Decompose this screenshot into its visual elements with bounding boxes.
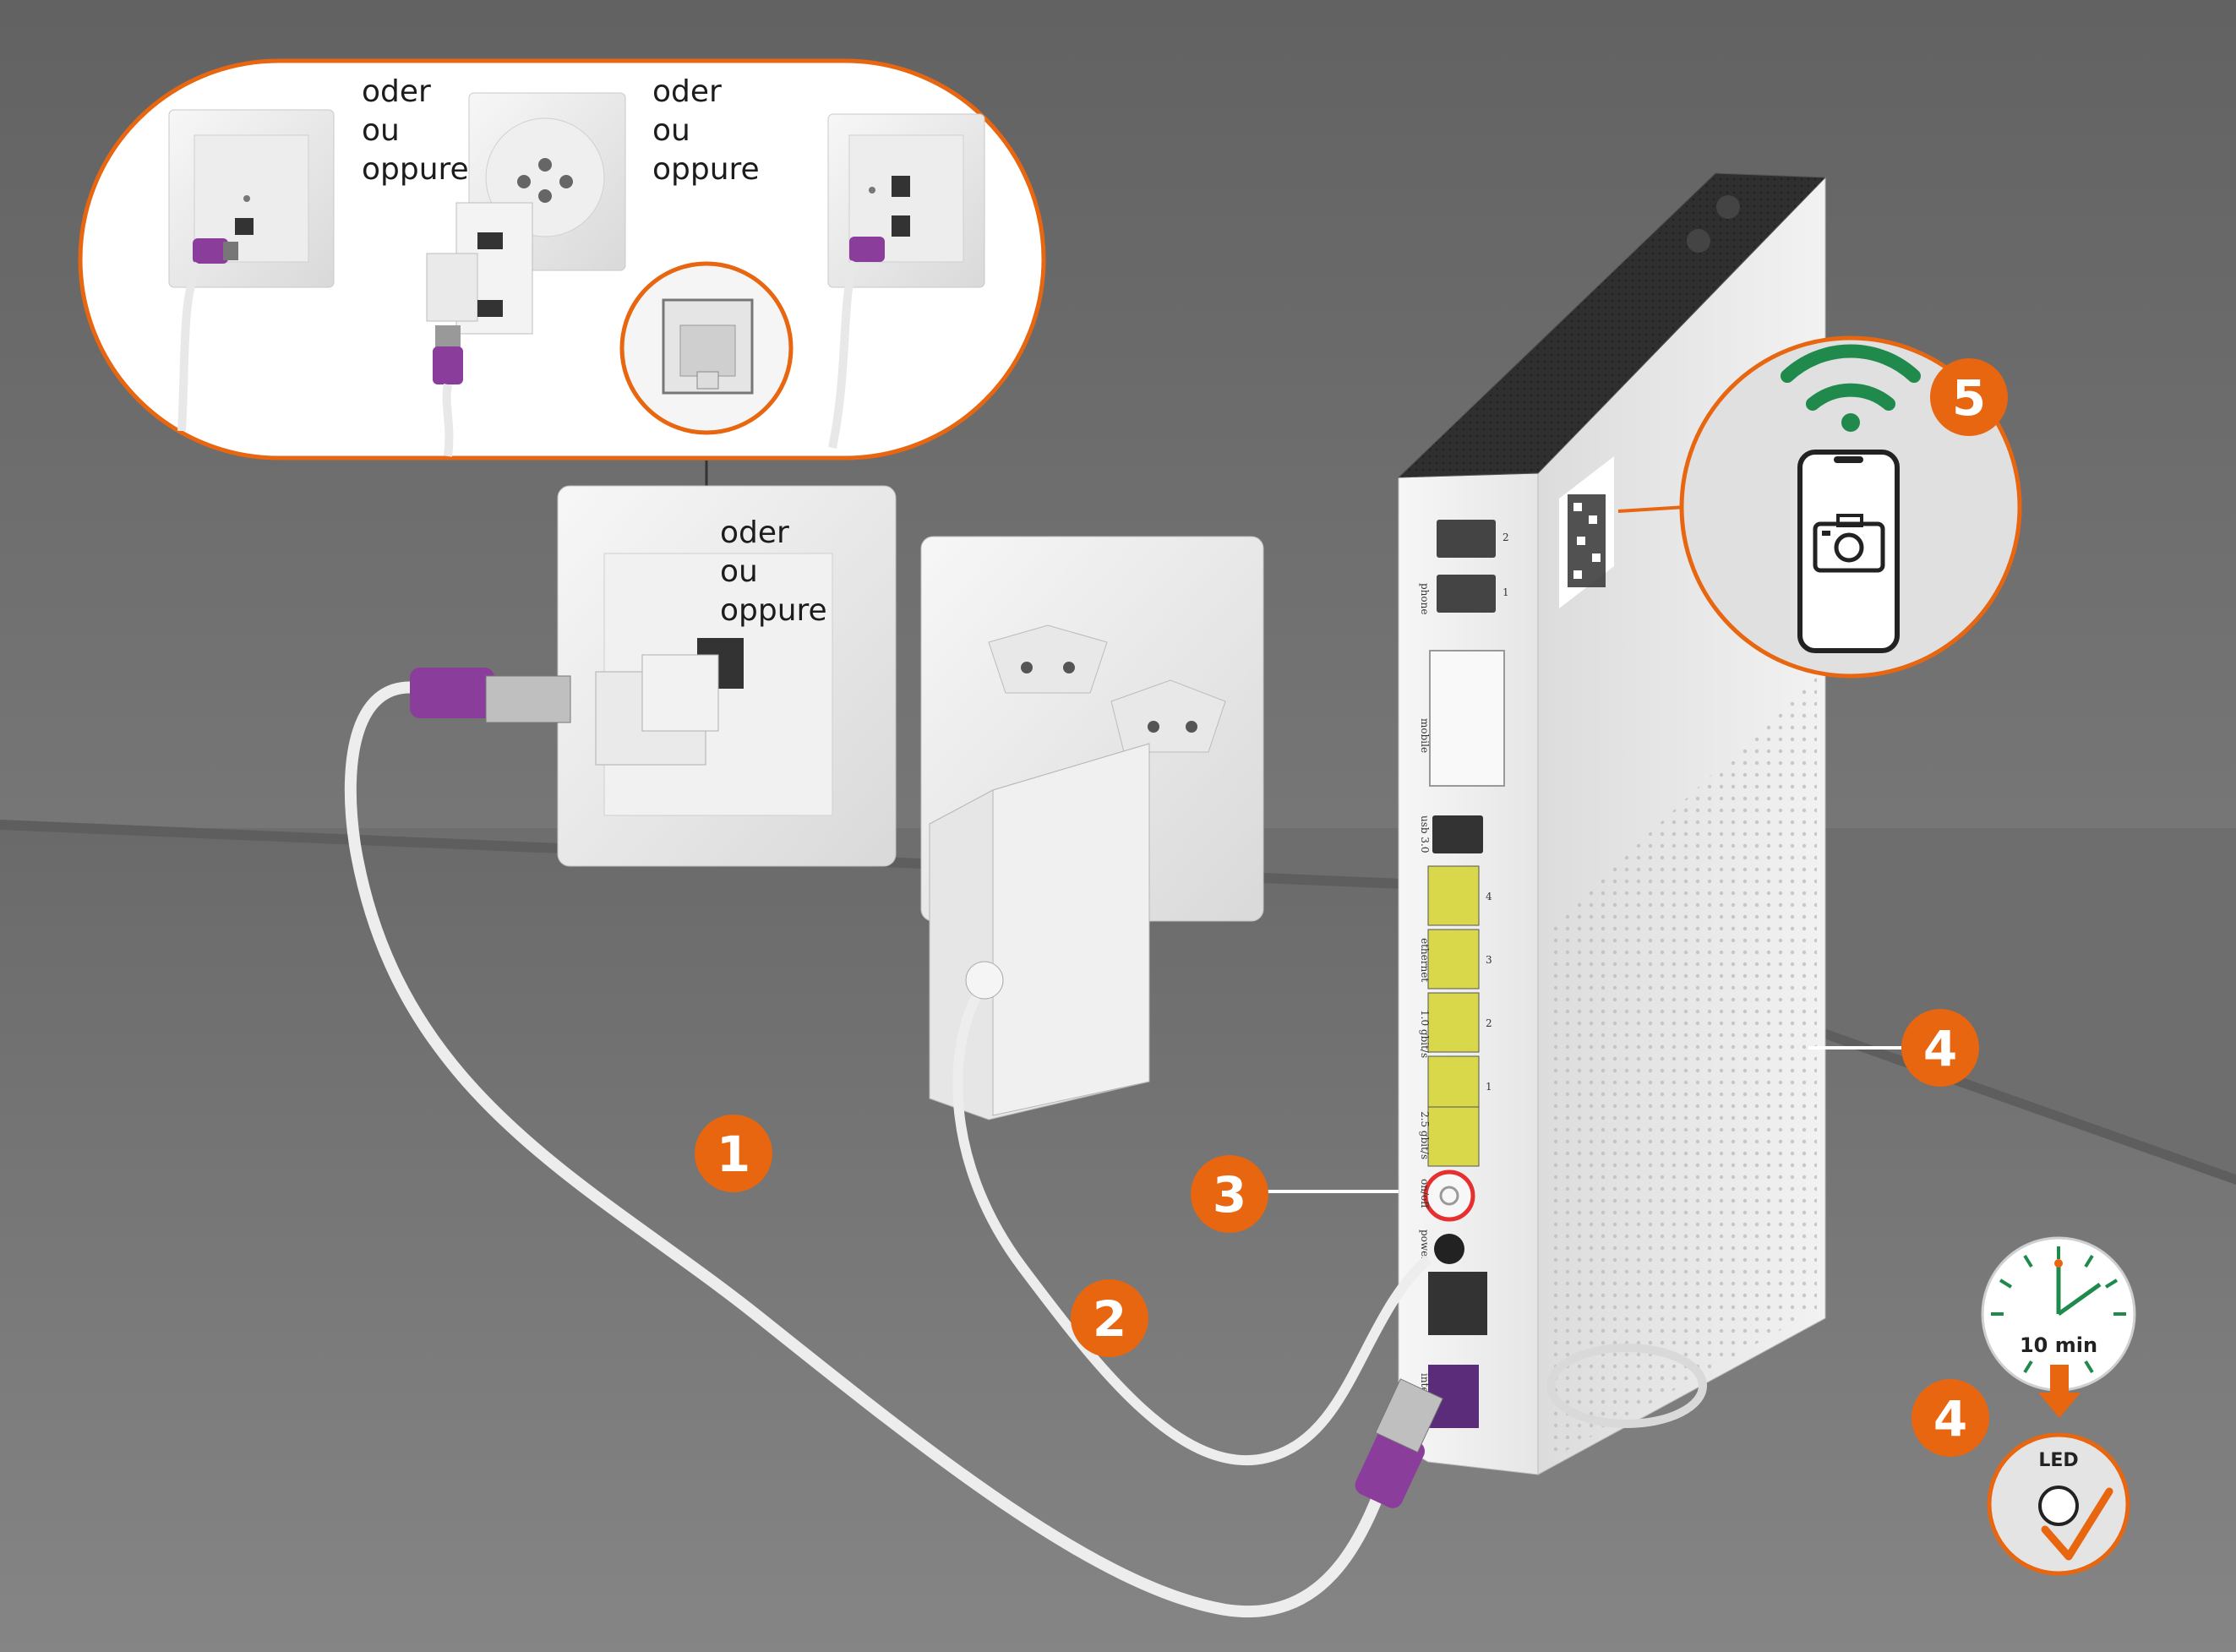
phone-label: phone [1419,583,1431,614]
smartphone-icon [1797,450,1900,653]
ethernet-speed-label: 1.0 gbit/s [1419,1010,1431,1058]
label-oder-2: oder [652,74,722,109]
onoff-label: on/off [1419,1179,1431,1209]
label-oppure-1: oppure [362,152,469,187]
option-label-group-2: oder ou oppure [652,73,760,189]
step-2-number: 2 [1093,1290,1126,1348]
power-label: power [1419,1229,1431,1262]
wifi-icon [1781,344,1921,383]
camera-icon [1813,514,1885,573]
label-ou-2: ou [652,113,690,148]
step-3-number: 3 [1213,1166,1246,1224]
top-button-icon [1716,195,1740,219]
eth-port-4-label: 4 [1486,891,1492,902]
led-circle-icon [2038,1486,2079,1526]
power-adapter [929,743,1150,1120]
mobile-slot [1429,650,1505,787]
phone-port-1 [1437,575,1496,613]
arrow-down-icon [2038,1365,2081,1418]
ethernet-label: ethernet [1419,938,1431,982]
option-label-group-3: oder ou oppure [720,514,827,630]
timer-duration: 10 min [2020,1333,2097,1357]
stand-cable [1546,1344,1707,1428]
cable-2 [952,995,1432,1466]
label-oder-3: oder [720,515,789,550]
step-badge-1: 1 [695,1115,772,1192]
phone-port-2-label: 2 [1502,532,1509,543]
step-4-number: 4 [1923,1020,1957,1077]
step-badge-4-timer: 4 [1912,1379,1989,1457]
step-1-number: 1 [717,1126,750,1183]
socket-option-a [168,109,335,432]
wifi-setup-callout: 5 [1679,335,2022,679]
mobile-label: mobile [1419,718,1431,753]
power-button-icon [1423,1169,1475,1222]
led-indicator: LED [1987,1432,2130,1576]
router-ethernet-plug [1355,1378,1443,1508]
checkmark-icon [2041,1487,2113,1561]
top-led-icon [1687,229,1710,253]
label-ou-1: ou [362,113,400,148]
fast-port-label: 2.5 gbit/s [1419,1111,1431,1159]
wan-port [1428,1272,1487,1335]
socket-option-b [426,92,626,457]
socket-options-panel [78,58,1046,461]
step-5-number: 5 [1952,369,1986,427]
usb-label: usb 3.0 [1419,815,1431,853]
eth-port-1-label: 1 [1486,1081,1492,1093]
step5-leader [1617,505,1687,513]
step-badge-3: 3 [1191,1155,1268,1233]
power-jack [1434,1234,1464,1264]
telephone-wall-socket [557,485,897,867]
rj45-port-zoom [619,261,794,435]
cable-1 [344,681,1400,1617]
phone-port-1-label: 1 [1502,586,1509,598]
label-oder-1: oder [362,74,431,109]
wall-ethernet-plug [410,668,571,723]
eth-port-2-label: 2 [1486,1017,1492,1029]
label-oppure-2: oppure [652,152,760,187]
qr-code [1559,456,1614,608]
usb-port [1432,815,1483,853]
label-ou-3: ou [720,554,758,589]
led-label: LED [2038,1450,2078,1471]
step-badge-4: 4 [1901,1009,1979,1087]
step-badge-2: 2 [1071,1279,1148,1357]
eth-port-3-label: 3 [1486,954,1492,966]
label-oppure-3: oppure [720,593,827,628]
step-4-timer-number: 4 [1933,1390,1967,1448]
phone-port-2 [1437,520,1496,558]
socket-option-c [827,113,985,449]
option-label-group-1: oder ou oppure [362,73,469,189]
ethernet-ports [1427,865,1480,1167]
timer-clock: 10 min [1981,1236,2136,1392]
